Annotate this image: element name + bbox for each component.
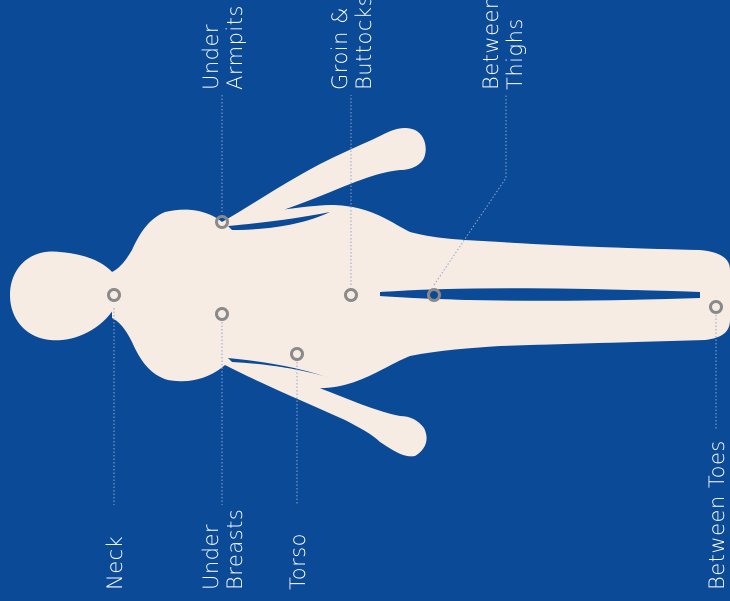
label-under-armpits-line1: Under <box>199 24 223 90</box>
label-between-thighs-line1: Between <box>479 0 503 90</box>
label-under-breasts-line2: Breasts <box>223 509 247 590</box>
label-between-toes: Between Toes <box>705 440 729 590</box>
label-groin-line1: Groin & <box>328 7 352 90</box>
label-torso: Torso <box>286 533 310 590</box>
label-under-armpits-line2: Armpits <box>223 5 247 90</box>
label-between-thighs-line2: Thighs <box>503 18 527 90</box>
label-under-breasts-line1: Under <box>199 524 223 590</box>
label-groin-line2: Buttocks <box>352 0 376 90</box>
label-neck: Neck <box>103 536 127 590</box>
